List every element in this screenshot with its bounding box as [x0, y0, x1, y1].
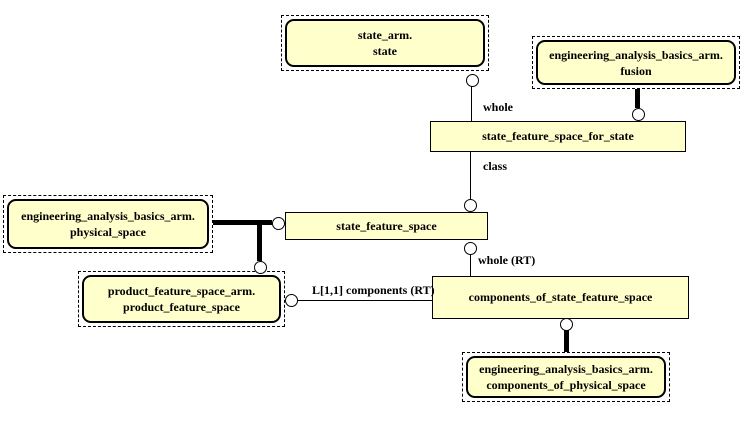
edge-label-class: class [483, 159, 507, 173]
node-label: physical_space [69, 225, 146, 239]
node-label: product_feature_space_arm. [107, 284, 256, 298]
node-state-arm-state-box: state_arm. state [285, 19, 485, 67]
node-state-feature-space: state_feature_space [285, 212, 488, 240]
node-label: engineering_analysis_basics_arm. [21, 209, 195, 223]
node-fusion-box: engineering_analysis_basics_arm. fusion [536, 40, 736, 85]
relation-line-class [470, 152, 471, 199]
connector-circle-icon [631, 107, 645, 121]
node-state-feature-space-for-state: state_feature_space_for_state [430, 121, 686, 152]
connector-circle-icon [463, 198, 477, 212]
node-label: state_feature_space_for_state [482, 129, 634, 143]
connector-circle-icon [271, 216, 285, 230]
node-state-arm-state: state_arm. state [281, 15, 489, 71]
node-label: components_of_physical_space [486, 378, 646, 392]
node-label: product_feature_space [123, 300, 240, 314]
node-physical-space-box: engineering_analysis_basics_arm. physica… [7, 199, 209, 249]
node-components-of-physical-space: engineering_analysis_basics_arm. compone… [462, 352, 670, 402]
connector-circle-icon [465, 73, 479, 87]
node-product-feature-space-box: product_feature_space_arm. product_featu… [82, 275, 281, 323]
node-label: components_of_state_feature_space [468, 290, 653, 304]
relation-line-physical-space-branch [257, 220, 262, 261]
node-label: state [373, 44, 397, 58]
edge-label-components: L[1,1] components (RT) [312, 283, 435, 297]
node-physical-space: engineering_analysis_basics_arm. physica… [3, 195, 213, 253]
connector-circle-icon [559, 317, 573, 331]
node-components-of-state-feature-space: components_of_state_feature_space [432, 276, 689, 319]
edge-label-whole-rt: whole (RT) [478, 253, 536, 267]
relation-line-physical-space [213, 220, 272, 225]
connector-circle-icon [253, 260, 267, 274]
node-components-of-physical-space-box: engineering_analysis_basics_arm. compone… [466, 356, 666, 398]
node-label: state_feature_space [336, 218, 437, 233]
node-label: fusion [620, 63, 652, 78]
node-label: state_arm. [357, 28, 413, 42]
connector-circle-icon [284, 293, 298, 307]
relation-line-whole [471, 86, 472, 121]
relation-line-components-of-physical-space [564, 330, 569, 352]
node-fusion: engineering_analysis_basics_arm. fusion [532, 36, 740, 89]
relation-line-whole-rt [470, 254, 471, 276]
node-label: engineering_analysis_basics_arm. [549, 47, 723, 62]
relation-line-fusion [635, 89, 640, 108]
node-label: engineering_analysis_basics_arm. [479, 362, 653, 376]
connector-circle-icon [463, 241, 477, 255]
edge-label-whole: whole [483, 100, 513, 114]
relation-line-components [297, 300, 432, 301]
node-product-feature-space: product_feature_space_arm. product_featu… [78, 271, 285, 327]
